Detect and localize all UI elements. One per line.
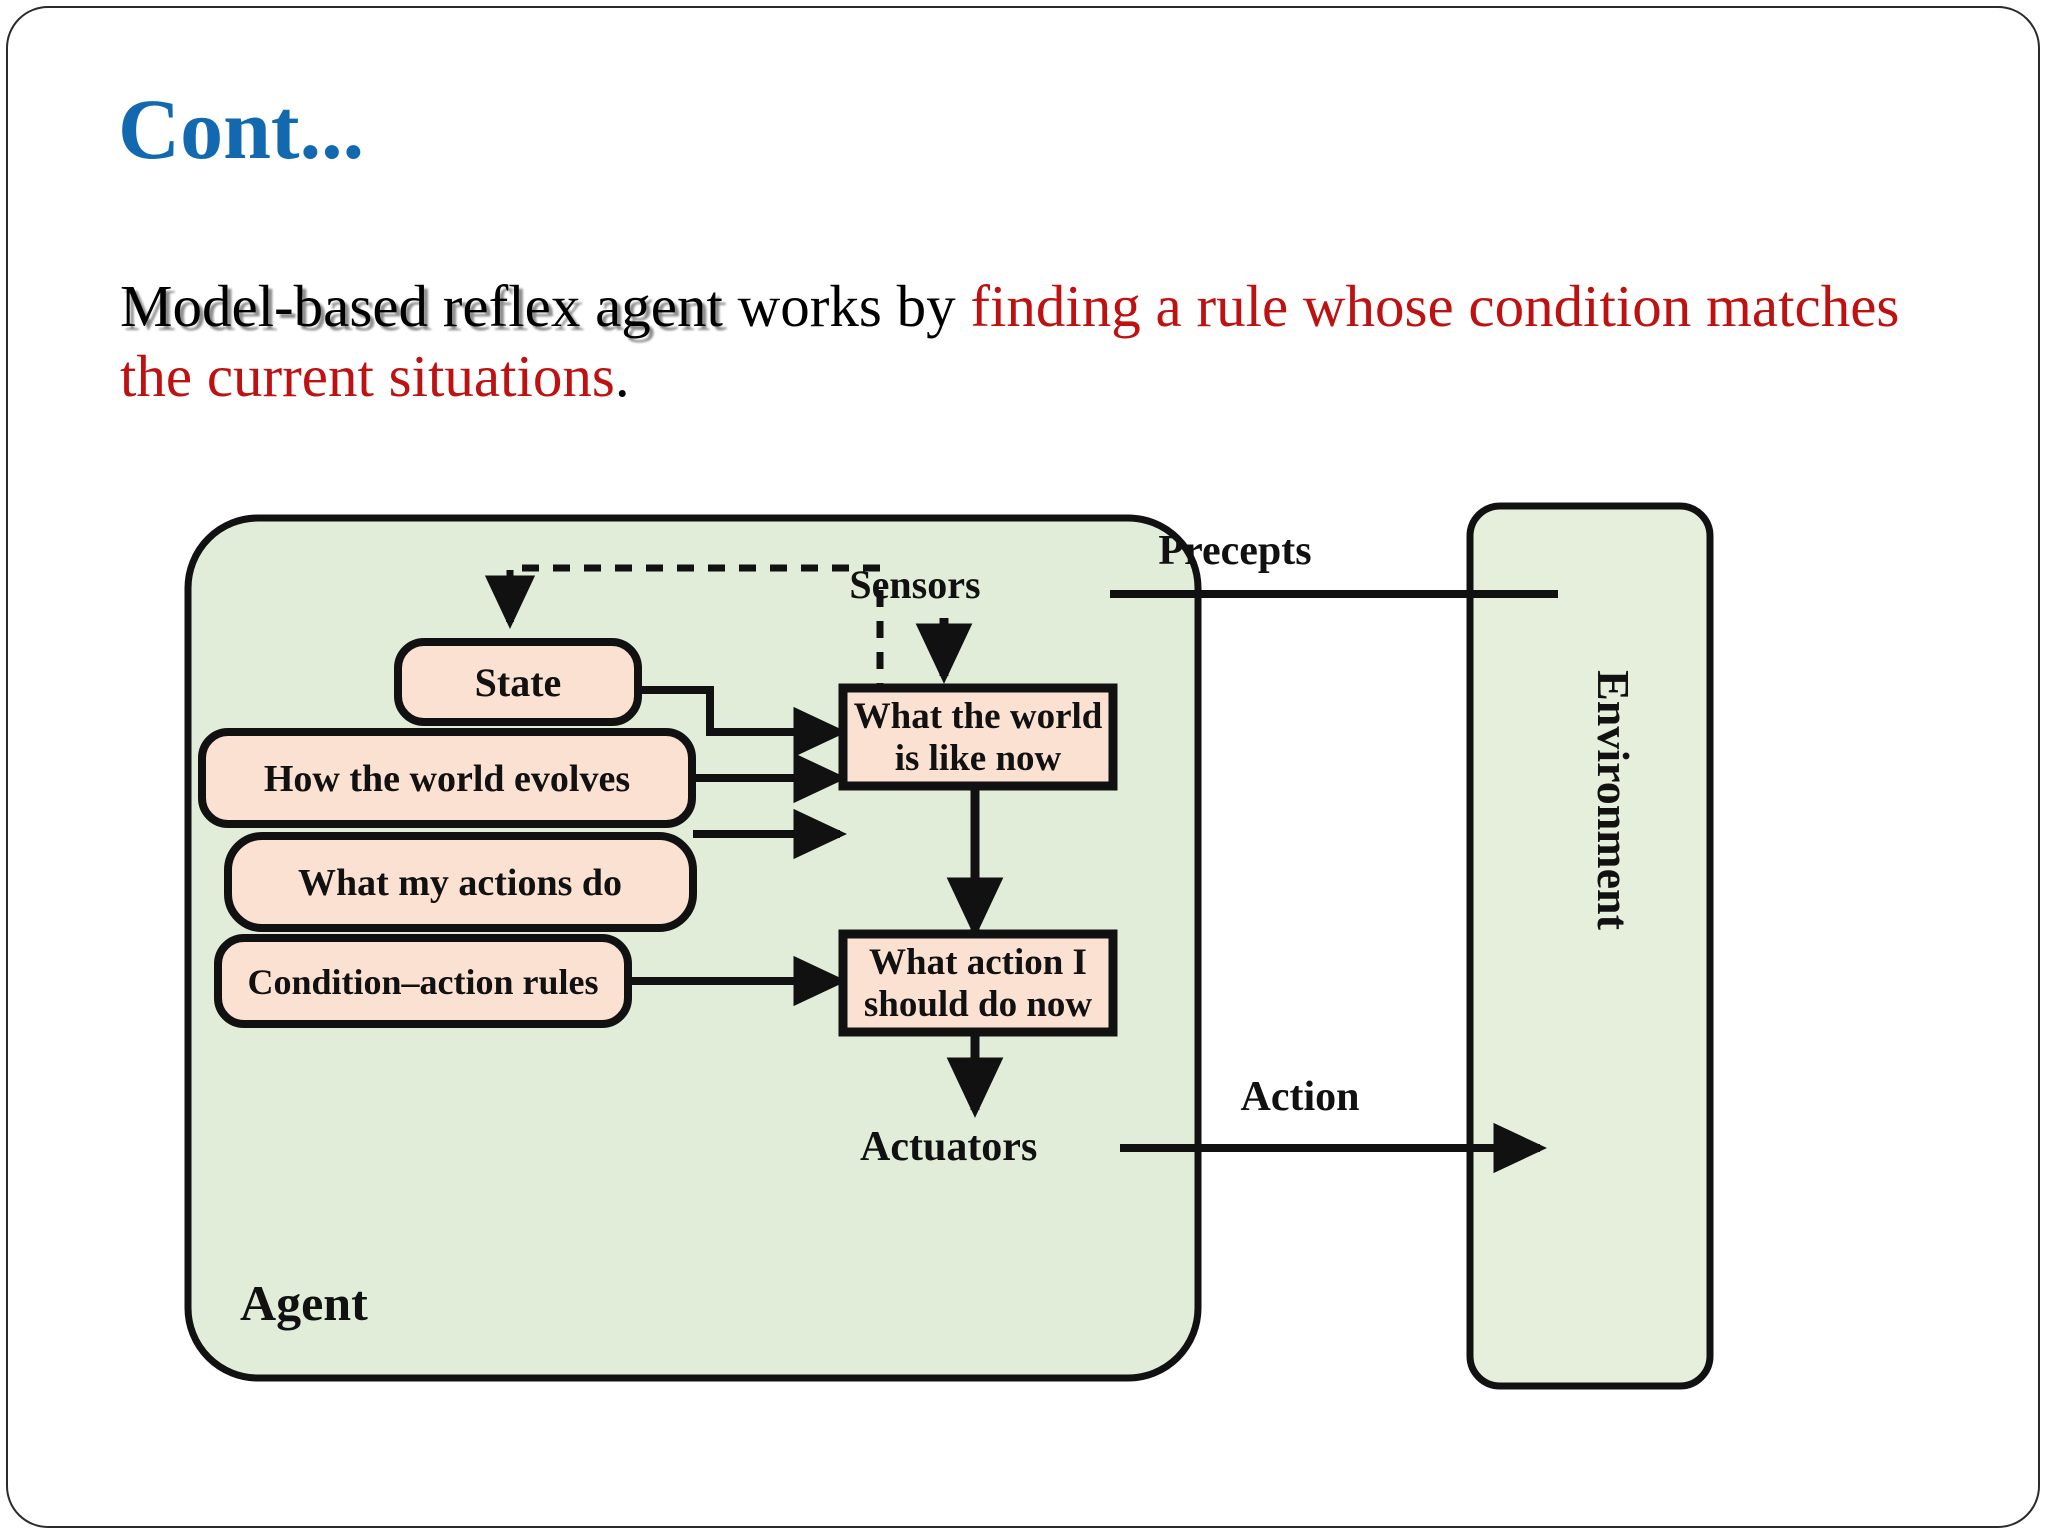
page-title: Cont... — [118, 81, 365, 177]
body-emphasis-phrase: Model-based reflex agent — [120, 273, 723, 339]
agent-label: Agent — [240, 1275, 368, 1331]
precepts-label: Precepts — [1158, 528, 1311, 574]
body-highlight-phrase: finding a rule whose condition matches t… — [120, 273, 1900, 409]
box-what-action-line1: What action I — [869, 942, 1087, 983]
box-what-my-actions-do-label: What my actions do — [298, 862, 622, 904]
environment-container — [1466, 502, 1714, 1390]
box-what-world-line1: What the world — [854, 696, 1103, 737]
agent-architecture-diagram: State How the world evolves What my acti… — [180, 500, 1820, 1420]
actuators-label: Actuators — [860, 1124, 1037, 1170]
environment-label: Environment — [1588, 670, 1639, 931]
box-what-world-line2: is like now — [895, 738, 1062, 779]
box-what-action-should-do — [838, 929, 1118, 1037]
slide-body-text: Model-based reflex agent works by findin… — [120, 272, 1950, 411]
box-what-world-is-like-now — [838, 683, 1118, 791]
box-condition-action-rules-label: Condition–action rules — [247, 962, 598, 1002]
box-state-label: State — [475, 660, 562, 705]
body-terminator: . — [614, 342, 630, 409]
action-label: Action — [1241, 1074, 1360, 1120]
sensors-label: Sensors — [849, 562, 980, 607]
box-what-my-actions-do — [224, 832, 697, 932]
box-what-action-line2: should do now — [864, 984, 1093, 1025]
box-how-world-evolves-label: How the world evolves — [264, 758, 630, 800]
state-to-world-connector — [638, 686, 847, 758]
body-connector-phrase: works by — [722, 273, 971, 339]
box-state — [394, 638, 642, 726]
